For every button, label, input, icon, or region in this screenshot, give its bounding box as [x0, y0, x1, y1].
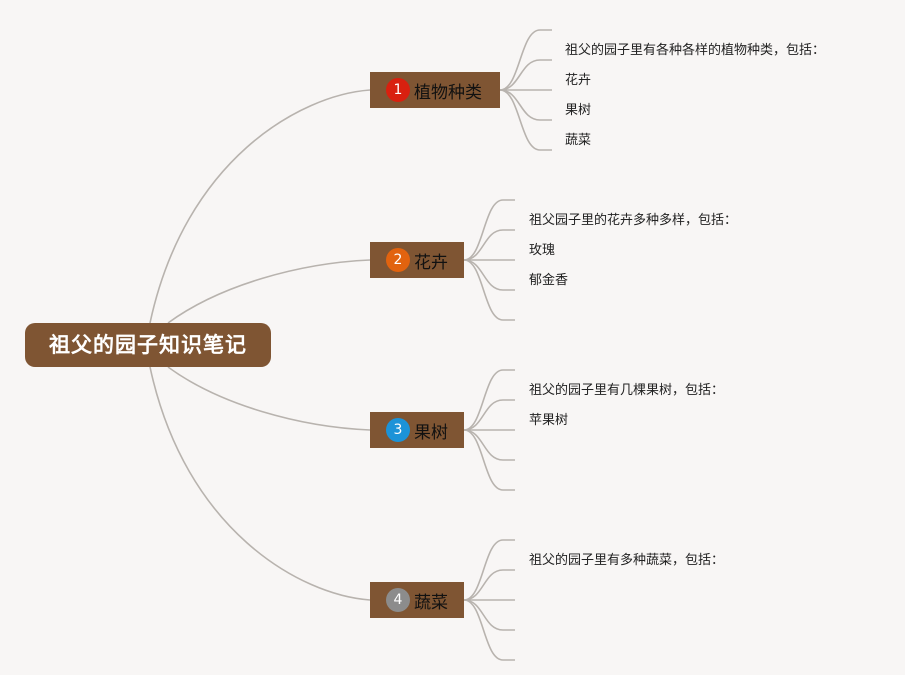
- leaf-text[interactable]: 祖父的园子里有几棵果树，包括：: [529, 383, 725, 398]
- topic-flowers[interactable]: 2 花卉: [370, 242, 464, 278]
- leaf-text[interactable]: 祖父园子里的花卉多种多样，包括：: [529, 213, 738, 228]
- topic-label: 植物种类: [414, 82, 482, 103]
- leaf-text[interactable]: 苹果树: [529, 413, 569, 428]
- topic-fruit-trees[interactable]: 3 果树: [370, 412, 464, 448]
- topic-label: 果树: [414, 422, 448, 443]
- leaf-text[interactable]: 郁金香: [529, 273, 569, 288]
- leaf-text[interactable]: 蔬菜: [565, 133, 592, 148]
- topic-label: 蔬菜: [414, 592, 448, 613]
- topic-label: 花卉: [414, 252, 448, 273]
- number-badge-2: 2: [386, 248, 410, 272]
- number-badge-4: 4: [386, 588, 410, 612]
- topic-plant-types[interactable]: 1 植物种类: [370, 72, 500, 108]
- root-node[interactable]: 祖父的园子知识笔记: [25, 323, 271, 367]
- leaf-text[interactable]: 花卉: [565, 73, 592, 88]
- leaf-text[interactable]: 祖父的园子里有多种蔬菜，包括：: [529, 553, 725, 568]
- leaf-text[interactable]: 祖父的园子里有各种各样的植物种类，包括：: [565, 43, 826, 58]
- topic-vegetables[interactable]: 4 蔬菜: [370, 582, 464, 618]
- number-badge-1: 1: [386, 78, 410, 102]
- leaf-text[interactable]: 果树: [565, 103, 592, 118]
- leaf-text[interactable]: 玫瑰: [529, 243, 556, 258]
- number-badge-3: 3: [386, 418, 410, 442]
